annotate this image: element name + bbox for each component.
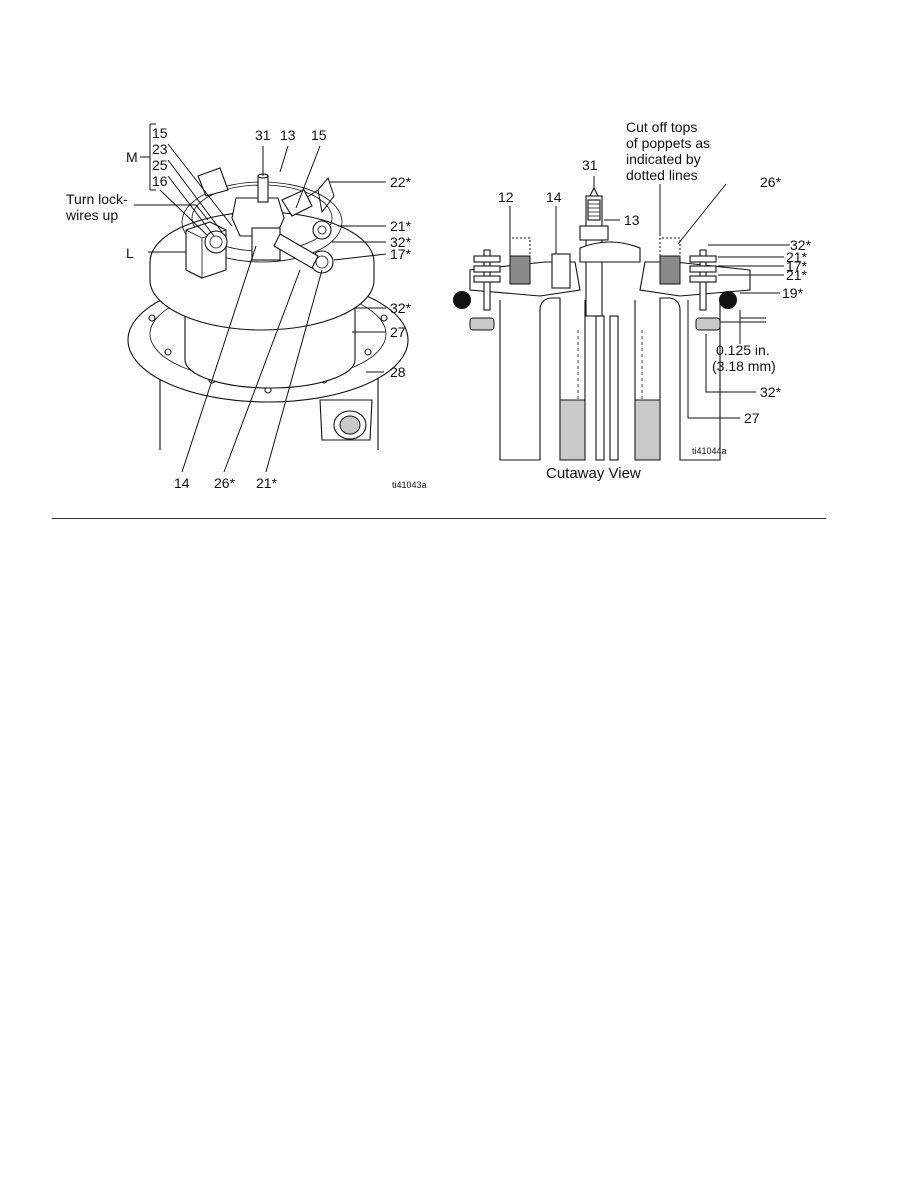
left-leader-lines [134, 123, 387, 473]
callout-13-right: 13 [624, 212, 640, 228]
callout-22: 22* [390, 174, 412, 190]
callout-14-right: 14 [546, 189, 562, 205]
callout-14-bottom: 14 [174, 475, 190, 491]
callout-19: 19* [782, 285, 804, 301]
callout-28: 28 [390, 364, 406, 380]
callout-12: 12 [498, 189, 514, 205]
seal-32-left [469, 317, 495, 331]
top-bridge [579, 241, 641, 263]
figure-id-left: ti41043a [392, 480, 427, 490]
callout-15: 15 [152, 125, 168, 141]
o-ring-19-right [719, 291, 737, 309]
callout-17: 17* [390, 246, 412, 262]
callout-26-bottom: 26* [214, 475, 236, 491]
callout-L: L [126, 245, 134, 261]
figure-id-right: ti41044a [692, 446, 727, 456]
callout-21-bottom: 21* [256, 475, 278, 491]
callout-32-top: 32* [790, 237, 812, 253]
illustration: M 15 23 25 16 Turn lock- wires up L 31 1… [65, 119, 812, 491]
note-lockwire-line2: wires up [65, 207, 118, 223]
side-port [319, 399, 373, 441]
callout-27-left: 27 [390, 324, 406, 340]
bolt-stack-left [473, 249, 501, 311]
callout-25: 25 [152, 157, 168, 173]
callout-21-b: 21* [786, 267, 808, 283]
callout-31-left: 31 [255, 127, 271, 143]
cutaway-caption: Cutaway View [546, 465, 641, 482]
group-label-M: M [126, 149, 138, 165]
callout-13-left: 13 [280, 127, 296, 143]
callout-32-right: 32* [390, 234, 412, 250]
callout-31-right: 31 [582, 157, 598, 173]
dimension-mm: (3.18 mm) [712, 358, 776, 374]
dimension-inches: 0.125 in. [716, 342, 770, 358]
callout-15-top: 15 [311, 127, 327, 143]
poppet-right-cutaway [659, 237, 681, 285]
right-leader-lines [509, 176, 790, 419]
note-cut-line2: of poppets as [626, 135, 710, 151]
cutaway-grey-left [559, 399, 586, 461]
callout-21-right: 21* [390, 218, 412, 234]
callout-26-right: 26* [760, 174, 782, 190]
head-band [149, 262, 375, 331]
note-lockwire-line1: Turn lock- [66, 191, 128, 207]
callout-23: 23 [152, 141, 168, 157]
callout-32-flange: 32* [390, 300, 412, 316]
bolt-stack-right [689, 249, 717, 311]
cutaway-grey-right [634, 399, 661, 461]
horizontal-divider [52, 518, 826, 519]
callout-21-a: 21* [786, 249, 808, 265]
central-rod-31 [579, 186, 619, 461]
note-cut-line4: dotted lines [626, 167, 698, 183]
note-cut-line3: indicated by [626, 151, 701, 167]
poppet-left-cutaway [509, 237, 531, 285]
callout-16: 16 [152, 173, 168, 189]
right-cutaway-view: Cut off tops of poppets as indicated by … [453, 119, 812, 482]
poppet-26 [204, 230, 228, 254]
o-ring-19-left [453, 291, 471, 309]
callout-32-bottom: 32* [760, 384, 782, 400]
stem-31 [257, 173, 269, 203]
note-cut-line1: Cut off tops [626, 119, 697, 135]
callout-27-right: 27 [744, 410, 760, 426]
block-14 [551, 253, 571, 289]
left-assembly-view: M 15 23 25 16 Turn lock- wires up L 31 1… [65, 123, 427, 491]
link-arm [197, 167, 319, 269]
callout-17-right: 17* [786, 258, 808, 274]
seal-32-right [695, 317, 721, 331]
